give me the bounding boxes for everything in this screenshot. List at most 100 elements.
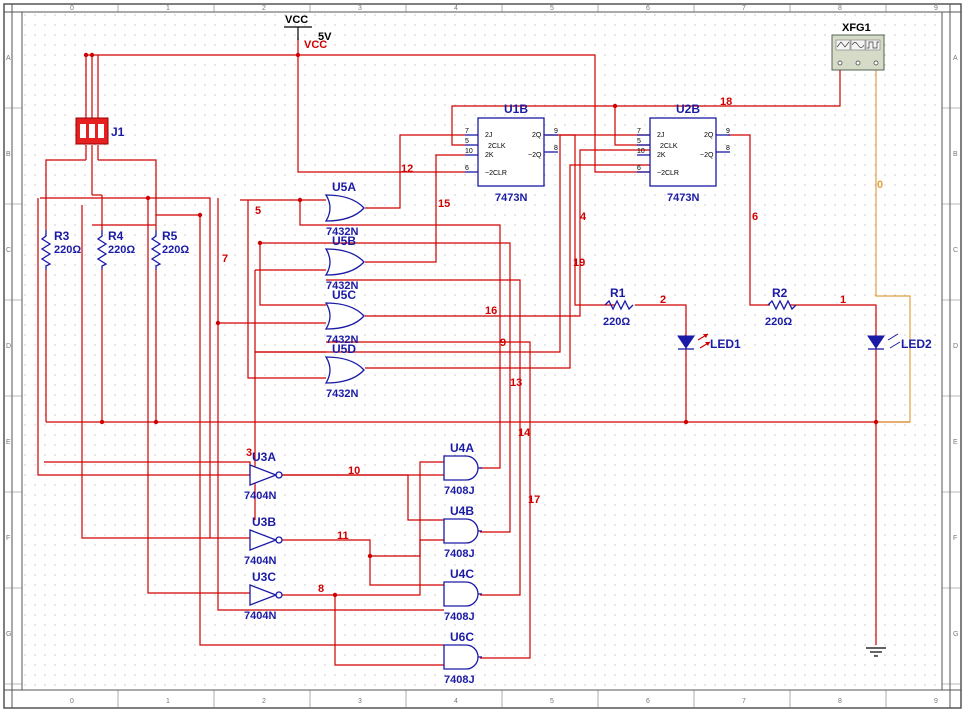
svg-text:220Ω: 220Ω (54, 244, 81, 256)
and-gate-u4b[interactable]: U4B 7408J (443, 504, 482, 560)
svg-text:2Q: 2Q (532, 132, 542, 139)
ruler-row-left: D (6, 343, 11, 350)
svg-text:7: 7 (465, 128, 469, 135)
net-label: 13 (510, 377, 522, 389)
svg-text:R1: R1 (610, 286, 626, 300)
ruler-row-left: E (6, 439, 11, 446)
net-label: 16 (485, 305, 497, 317)
svg-text:U2B: U2B (676, 102, 700, 116)
wires (37, 38, 911, 666)
not-gate-part: 7404N (244, 490, 276, 502)
ruler-col-top: 2 (262, 5, 266, 12)
svg-text:2K: 2K (657, 152, 666, 159)
svg-text:2J: 2J (657, 132, 664, 139)
or-gate-ref: U5B (332, 234, 356, 248)
ruler-row-right: E (953, 439, 958, 446)
ruler-col-top: 7 (742, 5, 746, 12)
svg-text:10: 10 (465, 148, 473, 155)
dip-switch[interactable]: J1 (75, 117, 125, 145)
switch-ref: J1 (111, 125, 125, 139)
or-gate-part: 7432N (326, 388, 358, 400)
svg-text:~2CLR: ~2CLR (657, 170, 679, 177)
ruler-col-top: 1 (166, 5, 170, 12)
junctions (83, 52, 879, 598)
net-label: 7 (222, 253, 228, 265)
svg-text:7473N: 7473N (495, 192, 527, 204)
vcc-source[interactable]: VCC 5V VCC (284, 14, 332, 51)
svg-text:220Ω: 220Ω (765, 316, 792, 328)
svg-text:220Ω: 220Ω (162, 244, 189, 256)
svg-text:LED2: LED2 (901, 337, 932, 351)
not-gate-part: 7404N (244, 610, 276, 622)
ruler-col-bottom: 4 (454, 698, 458, 705)
ruler-row-left: C (6, 247, 11, 254)
net-label: 15 (438, 198, 450, 210)
svg-text:R4: R4 (108, 229, 124, 243)
ruler-col-bottom: 6 (646, 698, 650, 705)
or-gate-part: 7432N (326, 226, 358, 238)
or-gate-ref: U5A (332, 180, 356, 194)
svg-text:5: 5 (465, 138, 469, 145)
ruler-col-bottom: 7 (742, 698, 746, 705)
led-1[interactable]: LED1 (677, 333, 741, 351)
ruler-row-right: A (953, 55, 958, 62)
ruler-row-left: B (6, 151, 11, 158)
svg-text:6: 6 (465, 165, 469, 172)
resistor-r1[interactable]: R1 220Ω (603, 286, 634, 328)
flipflop-u1b[interactable]: 7 5 10 6 9 8 2J 2CLK 2K ~2CLR 2Q ~2Q U1B… (465, 102, 558, 204)
or-gate-part: 7432N (326, 280, 358, 292)
sine-wave-icon (851, 42, 865, 48)
flipflop-u2b[interactable]: 7 5 10 6 9 8 2J 2CLK 2K ~2CLR 2Q ~2Q U2B… (637, 102, 730, 204)
and-gate-ref: U4B (450, 504, 474, 518)
svg-text:2CLK: 2CLK (660, 143, 678, 150)
svg-text:6: 6 (637, 165, 641, 172)
not-gate-ref: U3B (252, 515, 276, 529)
ruler-row-right: D (953, 343, 958, 350)
net-label: 9 (500, 337, 506, 349)
svg-text:9: 9 (726, 128, 730, 135)
and-gate-part: 7408J (444, 674, 475, 686)
and-gate-ref: U4C (450, 567, 474, 581)
resistor-r2[interactable]: R2 220Ω (765, 286, 797, 328)
or-gate-u5b[interactable]: U5B 7432N (324, 234, 365, 292)
and-gate-part: 7408J (444, 548, 475, 560)
or-gate-u5a[interactable]: U5A 7432N (324, 180, 365, 238)
vcc-label: VCC (285, 14, 308, 26)
resistor-r5[interactable]: R5 220Ω (150, 229, 189, 270)
ruler-col-bottom: 0 (70, 698, 74, 705)
svg-text:8: 8 (726, 145, 730, 152)
svg-text:2J: 2J (485, 132, 492, 139)
net-label: 4 (580, 211, 587, 223)
svg-text:8: 8 (554, 145, 558, 152)
ruler-row-right: B (953, 151, 958, 158)
svg-text:R3: R3 (54, 229, 70, 243)
svg-text:7473N: 7473N (667, 192, 699, 204)
vcc-voltage: 5V (318, 31, 332, 43)
resistor-r4[interactable]: R4 220Ω (96, 229, 135, 270)
svg-text:2CLK: 2CLK (488, 143, 506, 150)
led-2[interactable]: LED2 (867, 333, 932, 351)
resistor-r3[interactable]: R3 220Ω (40, 229, 81, 270)
ruler-row-left: F (6, 535, 10, 542)
net-label: 10 (348, 465, 360, 477)
ruler-row-right: G (953, 631, 958, 638)
svg-text:R5: R5 (162, 229, 178, 243)
function-generator[interactable]: XFG1 (831, 22, 885, 71)
net-label: 2 (660, 294, 666, 306)
ruler-col-top: 4 (454, 5, 458, 12)
ruler-col-bottom: 3 (358, 698, 362, 705)
or-gate-part: 7432N (326, 334, 358, 346)
net-label: 14 (518, 427, 531, 439)
